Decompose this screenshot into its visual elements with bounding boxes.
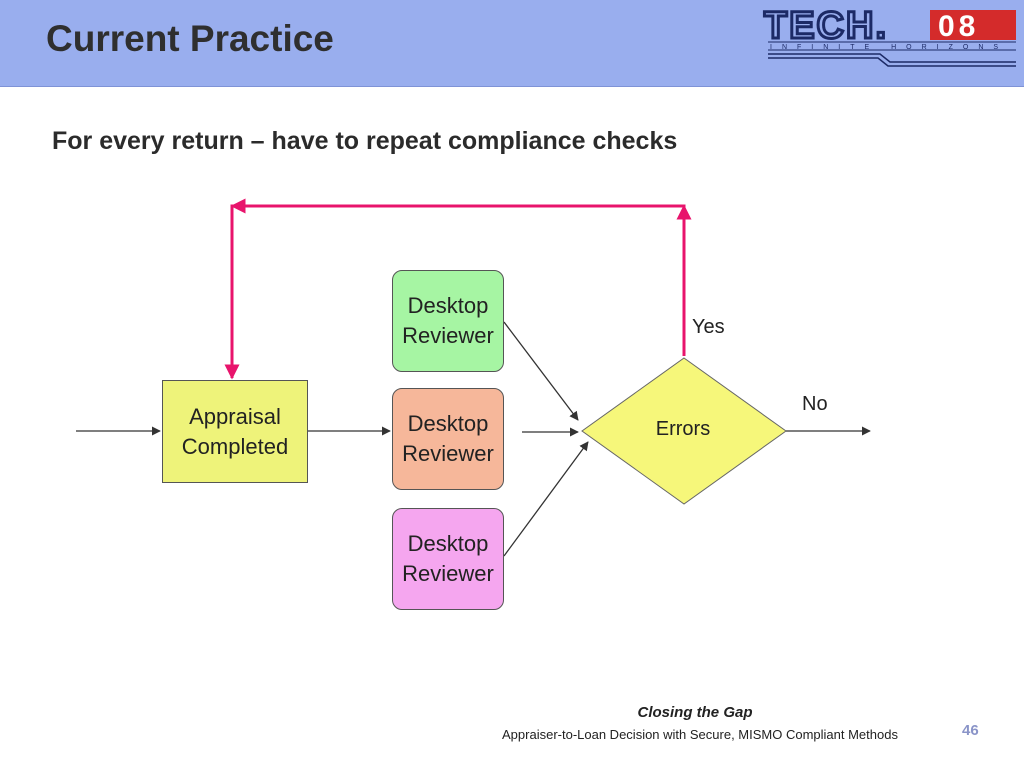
svg-text:TECH.: TECH. [764,5,888,47]
page-number: 46 [962,722,979,739]
reviewer1-to-errors-arrow [503,321,579,421]
appraisal-completed-box: Appraisal Completed [162,380,308,483]
desktop-reviewer-label-3: Desktop Reviewer [402,531,494,586]
svg-text:08: 08 [938,10,979,43]
tech08-logo: TECH. 08 INFINITE HORIZONS [763,4,1016,67]
errors-label: Errors [655,418,711,440]
footer-subtitle: Appraiser-to-Loan Decision with Secure, … [502,727,898,742]
errors-decision-diamond [581,357,787,505]
yes-label: Yes [692,316,725,338]
desktop-reviewer-box-1: Desktop Reviewer [392,270,504,372]
footer-title: Closing the Gap [637,704,753,721]
appraisal-completed-label: Appraisal Completed [181,403,289,459]
loop-connector [224,204,686,380]
desktop-reviewer-label-1: Desktop Reviewer [402,293,494,348]
desktop-reviewer-box-2: Desktop Reviewer [392,388,504,490]
reviewer3-to-errors-arrow [503,441,589,557]
slide-title: Current Practice [46,18,334,59]
desktop-reviewer-box-3: Desktop Reviewer [392,508,504,610]
desktop-reviewer-label-2: Desktop Reviewer [402,411,494,466]
svg-text:INFINITE HORIZONS: INFINITE HORIZONS [770,44,1008,51]
title-bar: Current Practice TECH. 08 INFINITE HORIZ… [0,0,1024,87]
slide-subtitle: For every return – have to repeat compli… [52,127,678,155]
no-label: No [802,393,828,415]
